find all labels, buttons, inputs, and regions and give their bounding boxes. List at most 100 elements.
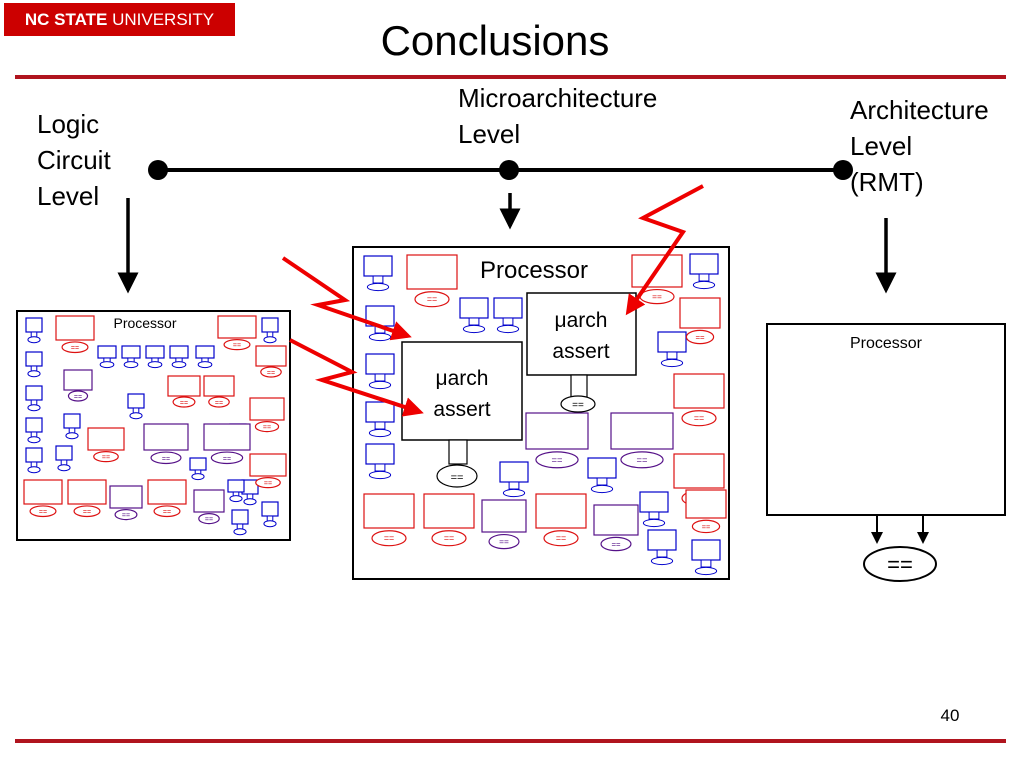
svg-text:==: == [263,425,271,432]
small-component [657,331,687,368]
lightning-arrow-2 [289,338,424,417]
large-component: == [143,423,189,465]
svg-text:==: == [264,481,272,488]
small-component [459,297,489,334]
large-component: == [217,315,257,351]
small-component [691,539,721,576]
small-component [499,461,529,498]
large-component: == [525,412,589,469]
svg-text:==: == [180,400,188,407]
large-component: == [535,493,587,547]
component-grid: == == == == == == == == == == == == == == == == == == == ==… [23,253,727,576]
arch-level-dot [833,160,853,180]
svg-text:==: == [162,456,170,463]
large-component: == [363,493,415,547]
small-component [365,443,395,480]
nc-state-logo: NC STATE UNIVERSITY [4,3,235,36]
large-component: == [63,369,93,402]
large-component: == [406,254,458,308]
large-component: == [55,315,95,354]
large-component: == [109,485,143,521]
uarch-assert-1-line2: assert [552,340,609,363]
svg-text:==: == [267,370,275,377]
left-processor-label: Processor [113,315,176,331]
svg-text:==: == [887,552,913,577]
svg-text:==: == [694,413,704,423]
large-component: == [67,479,107,518]
large-component: == [610,412,674,469]
svg-text:==: == [384,533,394,543]
uarch-assert-2-line2: assert [433,398,490,421]
large-component: == [679,297,721,345]
small-component [97,345,117,369]
large-component: == [203,423,251,465]
page-number: 40 [940,706,960,725]
large-component: == [203,375,235,408]
small-component [63,413,81,440]
large-component: == [193,489,225,525]
logic-level-dot [148,160,168,180]
svg-text:==: == [215,400,223,407]
small-component [25,351,43,378]
small-component [639,491,669,528]
small-component [587,457,617,494]
small-component [261,501,279,528]
svg-text:==: == [637,455,648,465]
svg-text:==: == [702,522,711,531]
svg-text:==: == [71,345,79,352]
center-processor-label: Processor [480,257,588,284]
small-component [25,447,43,474]
micro-level-dot [499,160,519,180]
svg-text:==: == [695,333,705,342]
large-component: == [673,373,725,427]
right-processor-label: Processor [850,335,923,352]
lightning-arrow-1 [281,256,412,341]
large-component: == [255,345,287,378]
large-component: == [249,397,285,433]
small-component [365,353,395,390]
right-processor-box [766,323,1006,516]
small-component [55,445,73,472]
uarch-assert-box-2 [401,341,523,441]
small-component [25,317,43,344]
small-component [189,457,207,481]
small-component [261,317,279,344]
large-component: == [23,479,63,518]
svg-text:==: == [499,537,509,547]
svg-text:==: == [223,456,231,463]
small-component [363,255,393,292]
svg-text:==: == [552,455,563,465]
svg-text:==: == [556,533,566,543]
small-component [365,401,395,438]
large-component: == [423,493,475,547]
small-component [231,509,249,536]
svg-text:==: == [122,513,130,520]
bottom-rule [15,739,1006,743]
small-component [121,345,141,369]
small-component [647,529,677,566]
large-component: == [685,489,727,534]
svg-text:==: == [205,517,213,524]
svg-text:==: == [74,394,82,401]
svg-text:==: == [451,472,464,484]
small-component [169,345,189,369]
small-component [127,393,145,420]
small-component [195,345,215,369]
small-component [25,385,43,412]
svg-text:==: == [572,400,584,411]
svg-text:==: == [444,533,454,543]
svg-text:==: == [102,455,110,462]
arch-comparator [863,546,937,582]
small-component [227,479,245,503]
svg-text:==: == [163,509,171,516]
small-component [493,297,523,334]
svg-text:==: == [427,294,437,304]
uarch-assert-1-line1: μarch [555,309,608,332]
large-component: == [147,479,187,518]
svg-text:==: == [652,292,662,302]
svg-text:==: == [39,509,47,516]
assert-2-comparator [436,464,478,488]
